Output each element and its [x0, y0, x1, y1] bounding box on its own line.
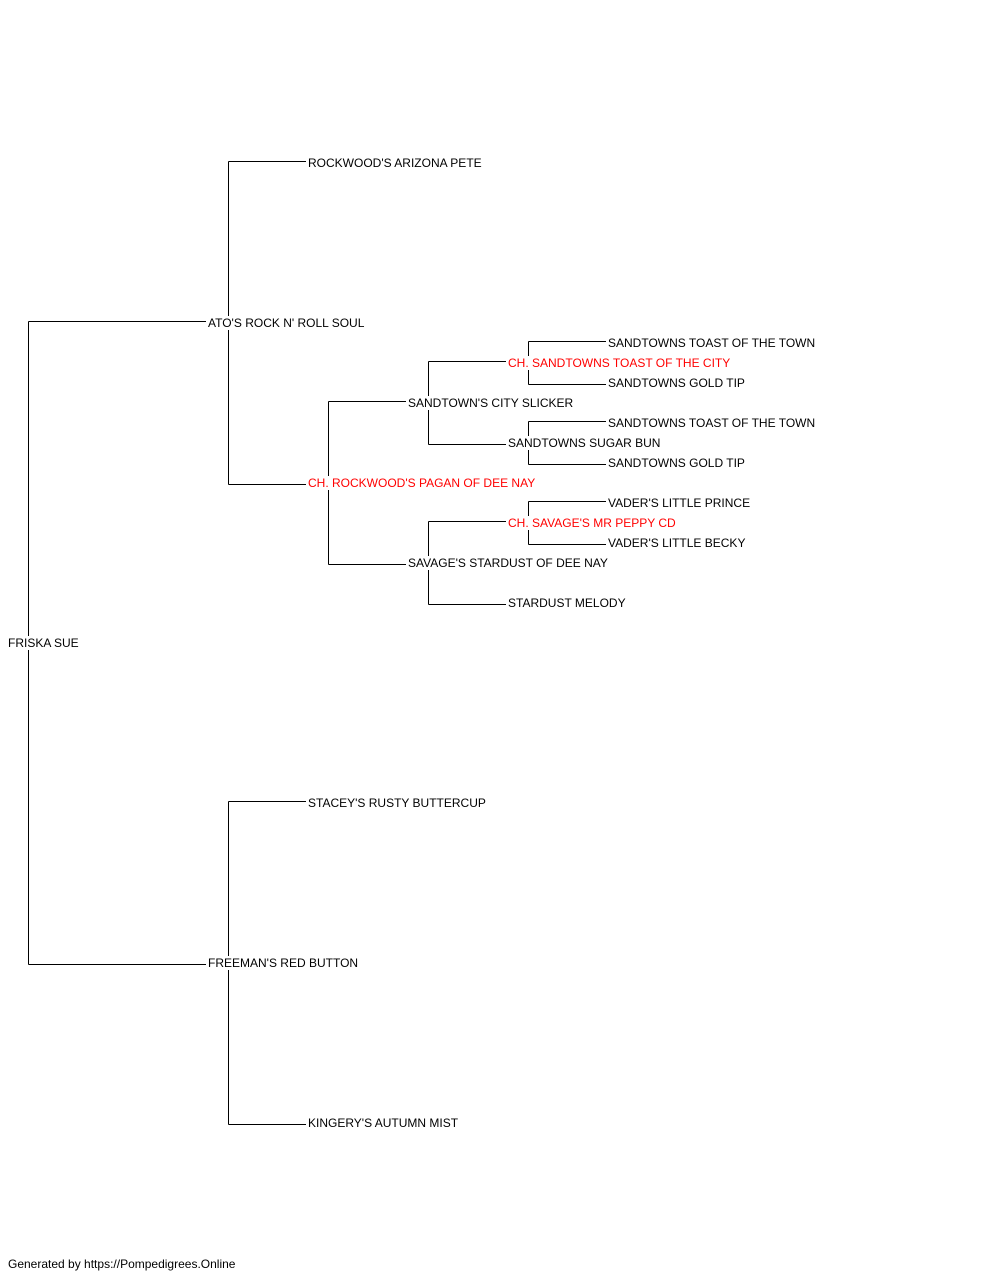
generator-credit: Generated by https://Pompedigrees.Online: [8, 1257, 236, 1271]
maternal-grandsire-name: STACEY'S RUSTY BUTTERCUP: [306, 796, 488, 810]
ancestor-name: VADER'S LITTLE PRINCE: [606, 496, 753, 510]
ancestor-name: SANDTOWNS TOAST OF THE TOWN: [606, 416, 818, 430]
maternal-granddam-name: KINGERY'S AUTUMN MIST: [306, 1116, 461, 1130]
ancestor-name: SANDTOWNS SUGAR BUN: [506, 436, 663, 450]
dam-name: FREEMAN'S RED BUTTON: [206, 956, 361, 970]
ancestor-name: SAVAGE'S STARDUST OF DEE NAY: [406, 556, 610, 570]
ancestor-name: CH. SAVAGE'S MR PEPPY CD: [506, 516, 678, 530]
ancestor-name: SANDTOWNS TOAST OF THE TOWN: [606, 336, 818, 350]
subject-name: FRISKA SUE: [6, 636, 81, 650]
ancestor-name: SANDTOWNS GOLD TIP: [606, 456, 747, 470]
paternal-granddam-name: CH. ROCKWOOD'S PAGAN OF DEE NAY: [306, 476, 538, 490]
ancestor-name: SANDTOWNS GOLD TIP: [606, 376, 747, 390]
ancestor-name: CH. SANDTOWNS TOAST OF THE CITY: [506, 356, 733, 370]
paternal-grandsire-name: ROCKWOOD'S ARIZONA PETE: [306, 156, 484, 170]
ancestor-name: SANDTOWN'S CITY SLICKER: [406, 396, 576, 410]
ancestor-name: STARDUST MELODY: [506, 596, 628, 610]
ancestor-name: VADER'S LITTLE BECKY: [606, 536, 748, 550]
sire-name: ATO'S ROCK N' ROLL SOUL: [206, 316, 367, 330]
